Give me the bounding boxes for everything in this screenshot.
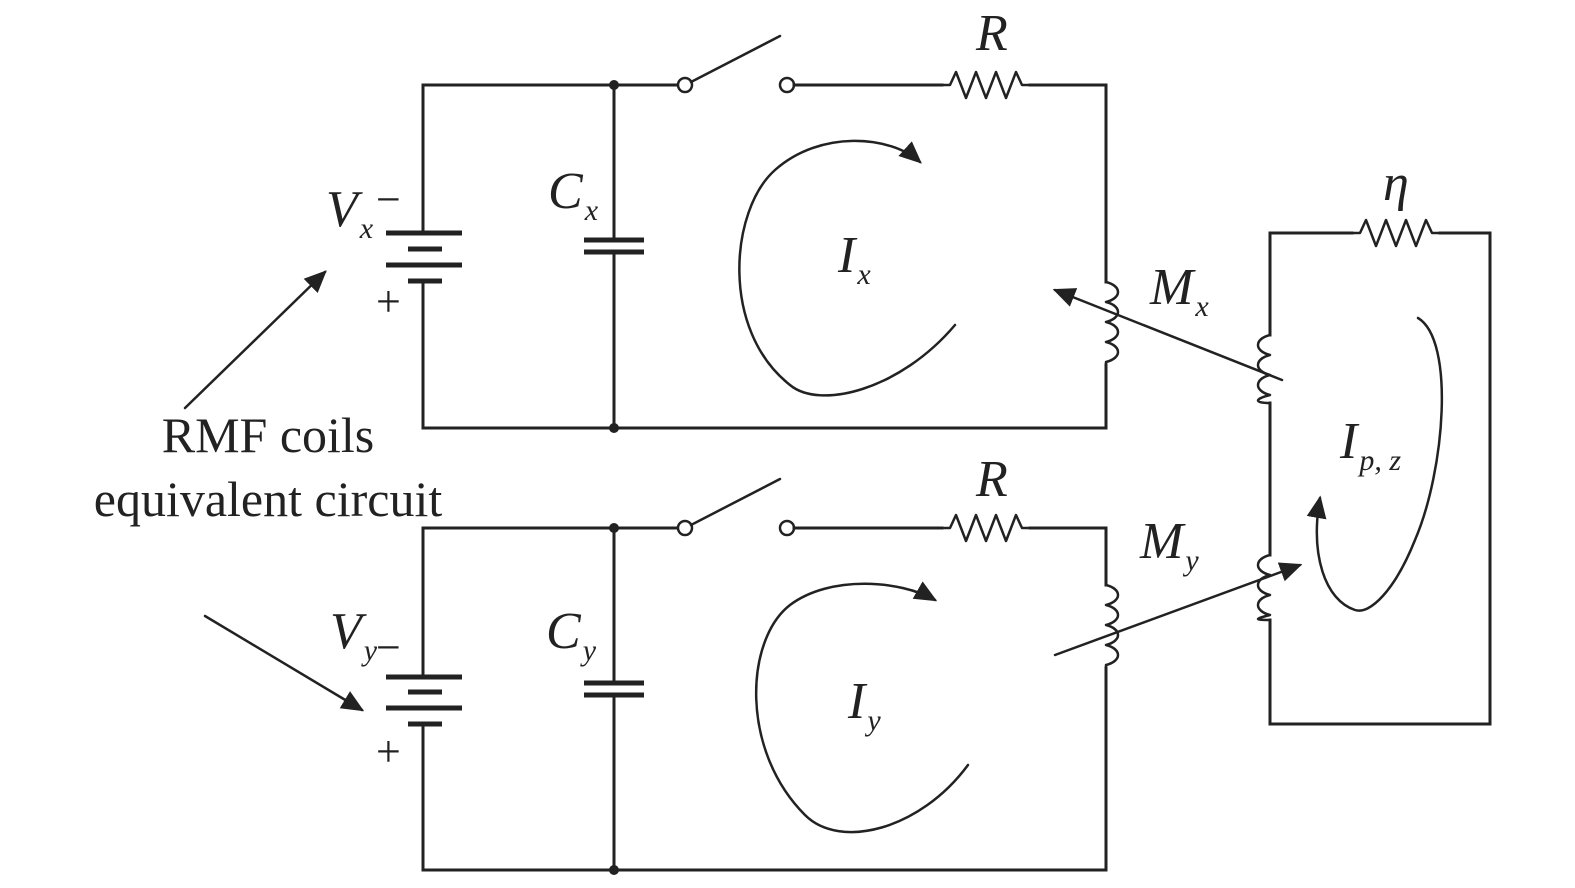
wire-x-left <box>421 83 687 232</box>
switch-x <box>676 34 796 94</box>
resistor-x <box>940 70 1032 100</box>
battery-y <box>386 674 462 727</box>
wire-x-left-bottom <box>421 280 1108 430</box>
label-vy: Vy <box>330 603 378 667</box>
resistor-eta <box>1350 218 1442 248</box>
junction-dot <box>609 423 619 433</box>
label-ix: Ix <box>837 227 871 291</box>
resistor-y <box>940 513 1032 543</box>
label-my: My <box>1139 513 1199 577</box>
junction-dot <box>609 865 619 875</box>
wire-y-left <box>421 526 687 676</box>
inductor-plasma-lower <box>1256 553 1272 622</box>
caption-pointer-y <box>203 614 365 712</box>
label-cy: Cy <box>546 603 597 667</box>
battery-y-minus: − <box>376 623 401 672</box>
battery-x-plus: + <box>376 277 401 326</box>
wire-x-right <box>1028 83 1108 284</box>
battery-y-plus: + <box>376 727 401 776</box>
label-vx: Vx <box>326 181 374 245</box>
label-cx: Cx <box>548 163 599 227</box>
current-loop-x <box>738 139 957 397</box>
inductor-plasma-upper <box>1256 333 1272 405</box>
wire-plasma-right <box>1268 231 1492 726</box>
mutual-inductance-y-arrow <box>1053 562 1303 657</box>
wire-y-right <box>1028 526 1108 587</box>
current-loop-plasma <box>1306 316 1444 612</box>
junction-dot <box>609 523 619 533</box>
battery-x <box>386 230 462 284</box>
circuit-x <box>386 34 1120 433</box>
inductor-y <box>1104 583 1120 670</box>
junction-dot <box>609 80 619 90</box>
label-eta: η <box>1383 155 1409 212</box>
capacitor-y <box>584 523 644 875</box>
switch-y <box>676 477 796 537</box>
circuit-plasma <box>1256 218 1492 726</box>
label-r-top: R <box>975 5 1008 62</box>
mutual-inductance-x-arrow <box>1052 288 1284 382</box>
inductor-x <box>1104 280 1120 367</box>
caption-line-1: RMF coils <box>162 407 375 463</box>
label-ipz: Ip, z <box>1339 413 1401 477</box>
capacitor-x <box>584 80 644 433</box>
wire-y-left-bottom <box>421 666 1108 872</box>
current-loop-y <box>754 581 970 834</box>
label-iy: Iy <box>847 673 881 737</box>
wire-plasma-top-left <box>1268 231 1354 337</box>
battery-x-minus: − <box>376 175 401 224</box>
circuit-y <box>386 477 1120 875</box>
caption-line-2: equivalent circuit <box>94 471 443 527</box>
label-r-bottom: R <box>975 451 1008 508</box>
label-mx: Mx <box>1149 259 1209 323</box>
caption-pointer-x <box>183 270 327 410</box>
